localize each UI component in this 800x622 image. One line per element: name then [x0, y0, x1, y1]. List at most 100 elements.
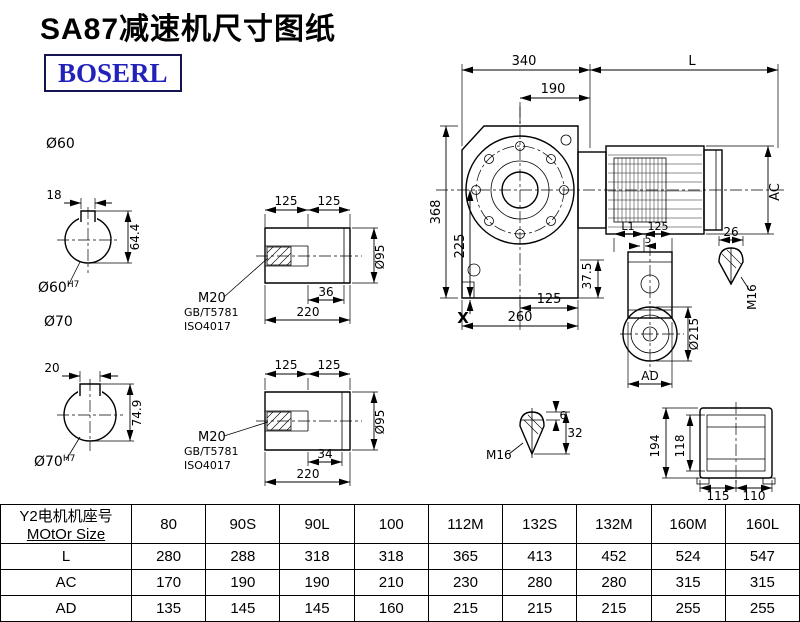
motor-frame-size: 90S [205, 504, 281, 544]
dimension-value: 524 [650, 543, 726, 570]
dimension-label: 34 [317, 447, 332, 461]
dimension-value: 170 [130, 569, 207, 596]
dimension-label: 5 [645, 233, 652, 246]
dimension-value: 255 [650, 595, 726, 622]
shaft-end-detail [508, 401, 570, 458]
dimension-value: 280 [576, 569, 652, 596]
dimension-label: Ø60 [46, 136, 75, 152]
rear-view [662, 402, 776, 492]
motor-frame-size: 160M [650, 504, 726, 544]
dimension-label: 110 [743, 489, 766, 503]
dimension-label: 220 [297, 305, 320, 319]
dimension-label: ISO4017 [184, 459, 231, 472]
dimension-value: 215 [427, 595, 504, 622]
dimension-label: L [688, 54, 696, 69]
dimension-value: 315 [650, 569, 726, 596]
dimension-label: 125 [275, 358, 298, 372]
dimension-label: 190 [541, 82, 566, 97]
front-view-dimensions [440, 64, 779, 330]
dimension-label: 125 [318, 194, 341, 208]
motor-frame-size: 90L [279, 504, 355, 544]
dimension-label: 220 [297, 467, 320, 481]
front-view [436, 106, 786, 318]
dimension-label: 36 [318, 285, 333, 299]
dimension-label: 125 [537, 292, 562, 307]
motor-size-header-cn: Y2电机机座号 [19, 508, 113, 525]
dimension-value: 413 [502, 543, 578, 570]
dimension-value: 452 [576, 543, 652, 570]
motor-frame-size: 132S [502, 504, 578, 544]
dimension-value: 365 [427, 543, 504, 570]
dimension-label: 260 [508, 310, 533, 325]
motor-frame-size: 112M [427, 504, 504, 544]
shaft-detail-top [223, 206, 378, 324]
dimension-label: 225 [453, 234, 468, 259]
dimension-value: 255 [724, 595, 800, 622]
dimension-label: Ø95 [373, 410, 387, 435]
dimension-value: 315 [724, 569, 800, 596]
dimension-value: 135 [130, 595, 207, 622]
dimension-value: 210 [353, 569, 429, 596]
dimension-label: 26 [723, 225, 738, 239]
dimension-label: 115 [707, 489, 730, 503]
dimension-label: AC [768, 183, 783, 201]
dimension-label: 20 [44, 361, 59, 375]
dimension-value: 145 [279, 595, 355, 622]
dimension-label: 74.9 [130, 400, 144, 427]
dimension-label: 6 [560, 409, 567, 422]
dimension-name: L [0, 543, 132, 570]
dimension-label: M16 [745, 284, 759, 310]
dimension-label: 64.4 [128, 224, 142, 251]
side-view [620, 244, 684, 372]
dimension-label: GB/T5781 [184, 445, 239, 458]
dimension-label: 37.5 [580, 263, 594, 290]
dimension-value: 280 [502, 569, 578, 596]
dimension-label: 194 [648, 435, 662, 458]
technical-drawing: 340L19036822537.5125260XACØ601864.4Ø60H7… [34, 54, 786, 503]
dimension-label: 118 [673, 435, 687, 458]
dimension-label: Ø70H7 [34, 454, 75, 470]
dimension-label: M16 [486, 448, 512, 462]
dimension-label: L1 [621, 220, 634, 233]
motor-frame-size: 100 [353, 504, 429, 544]
dimension-name: AD [0, 595, 132, 622]
dimension-value: 280 [130, 543, 207, 570]
dimension-value: 160 [353, 595, 429, 622]
motor-frame-size: 80 [130, 504, 207, 544]
motor-frame-size: 132M [576, 504, 652, 544]
dimension-value: 230 [427, 569, 504, 596]
dimension-label: 32 [567, 426, 582, 440]
dimension-label: ISO4017 [184, 320, 231, 333]
dimension-value: 318 [279, 543, 355, 570]
brand-logo: BOSERL [44, 54, 182, 92]
dimension-label: GB/T5781 [184, 306, 239, 319]
dimension-label: 368 [429, 200, 444, 225]
dimension-value: 288 [205, 543, 281, 570]
dimension-value: 215 [576, 595, 652, 622]
dimension-label: X [457, 309, 469, 327]
dimension-value: 318 [353, 543, 429, 570]
dimension-label: 125 [318, 358, 341, 372]
dimension-label: Ø60H7 [38, 280, 79, 296]
dimension-value: 190 [205, 569, 281, 596]
dimension-value: 215 [502, 595, 578, 622]
dimension-label: 18 [46, 188, 61, 202]
dimension-value: 145 [205, 595, 281, 622]
dimension-label: Ø95 [373, 245, 387, 270]
shaft-detail-bottom [223, 370, 378, 486]
dimension-label: AD [641, 369, 658, 383]
dimension-label: Ø215 [687, 318, 701, 350]
dimension-name: AC [0, 569, 132, 596]
motor [577, 145, 723, 235]
dimension-value: 547 [724, 543, 800, 570]
side-view-dimensions [613, 230, 751, 388]
motor-frame-size: 160L [724, 504, 800, 544]
